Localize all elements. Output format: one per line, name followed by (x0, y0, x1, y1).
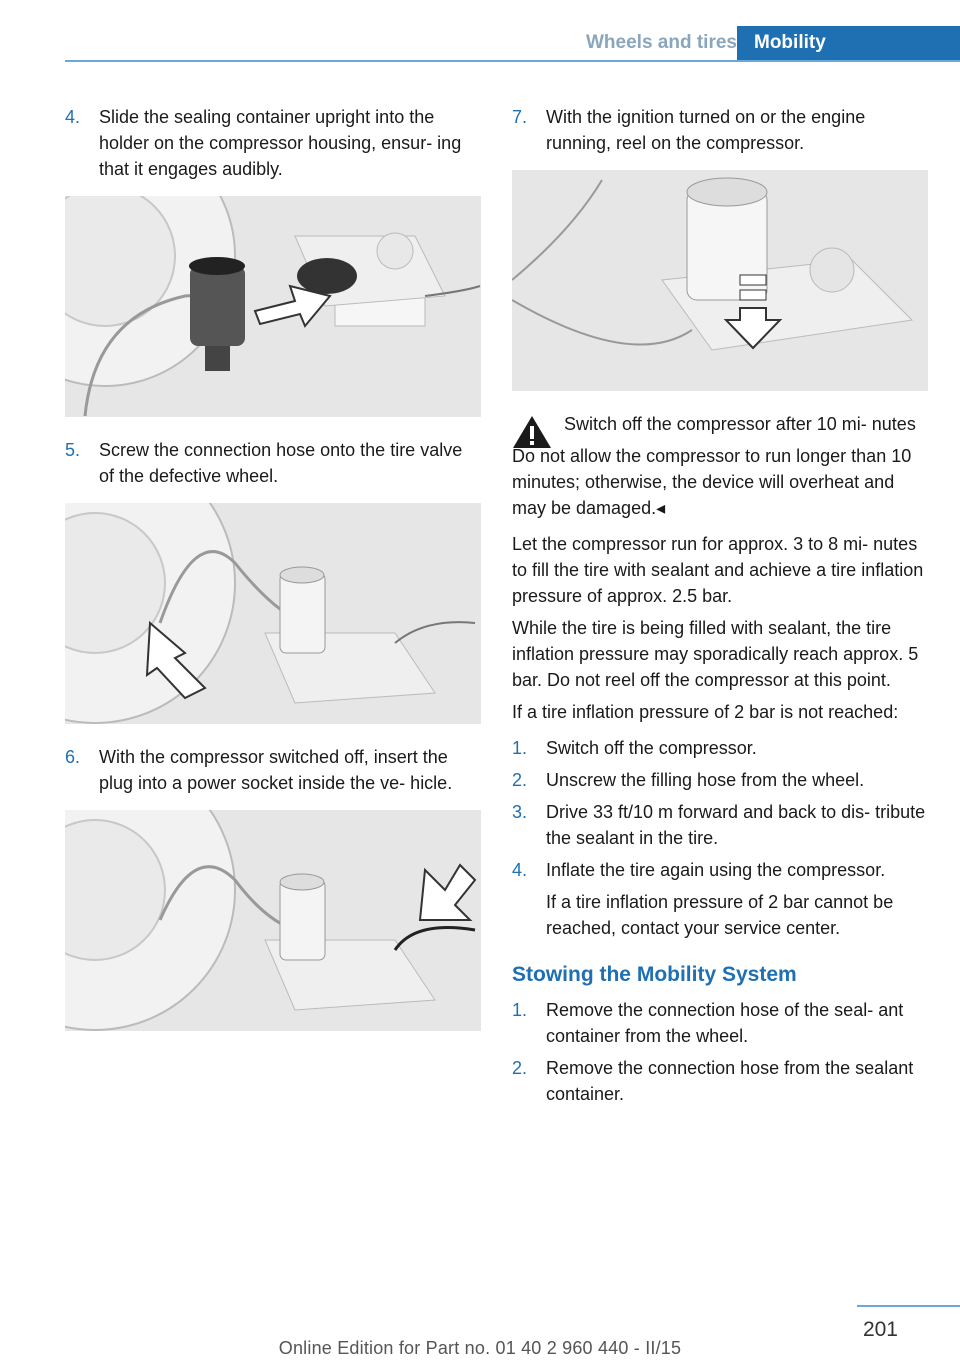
warning-title: Switch off the compressor after 10 mi‐ n… (564, 414, 916, 434)
figure-hose-on-valve (65, 503, 481, 724)
step-text: Remove the connection hose from the seal… (546, 1058, 914, 1104)
step-4: 4. Slide the sealing container upright i… (65, 104, 481, 182)
list-item: 3. Drive 33 ft/10 m forward and back to … (512, 799, 928, 851)
step-text: Remove the connection hose of the seal‐ … (546, 1000, 904, 1046)
left-column: 4. Slide the sealing container upright i… (65, 104, 481, 1051)
figure-container-into-holder (65, 196, 481, 417)
list-item: 4. Inflate the tire again using the comp… (512, 857, 928, 883)
list-note: If a tire inflation pressure of 2 bar ca… (546, 892, 894, 938)
step-5: 5. Screw the connection hose onto the ti… (65, 437, 481, 489)
warning-body: Do not allow the compressor to run longe… (512, 446, 912, 518)
list-item: 2. Unscrew the filling hose from the whe… (512, 767, 928, 793)
header-rule (65, 60, 960, 62)
footer-rule (857, 1305, 960, 1307)
figure-plug-into-socket (65, 810, 481, 1031)
step-6: 6. With the compressor switched off, ins… (65, 744, 481, 796)
header-section-title: Wheels and tires (586, 32, 737, 53)
step-number: 6. (65, 747, 81, 767)
figure-compressor-on (512, 170, 928, 391)
step-text: Slide the sealing container upright into… (99, 107, 462, 179)
step-text: Drive 33 ft/10 m forward and back to dis… (546, 802, 926, 848)
warning-note: Switch off the compressor after 10 mi‐ n… (512, 411, 928, 448)
step-text: Inflate the tire again using the compres… (546, 860, 886, 880)
step-text: With the ignition turned on or the engin… (546, 107, 866, 153)
warning-triangle-icon (512, 415, 552, 456)
paragraph: Let the compressor run for approx. 3 to … (512, 534, 924, 606)
right-column: 7. With the ignition turned on or the en… (512, 104, 928, 1113)
paragraph: If a tire inflation pressure of 2 bar is… (512, 702, 899, 722)
step-text: Unscrew the filling hose from the wheel. (546, 770, 865, 790)
header-chapter-tab: Mobility (737, 26, 960, 62)
list-item: 2. Remove the connection hose from the s… (512, 1055, 928, 1107)
page-header: Wheels and tires Mobility (65, 26, 960, 62)
step-number: 1. (512, 1000, 528, 1020)
page-number: 201 (862, 1318, 898, 1341)
step-number: 3. (512, 802, 528, 822)
step-number: 2. (512, 1058, 528, 1078)
step-text: Switch off the compressor. (546, 738, 757, 758)
step-number: 4. (512, 860, 528, 880)
step-text: With the compressor switched off, insert… (99, 747, 453, 793)
step-number: 1. (512, 738, 528, 758)
footer-edition: Online Edition for Part no. 01 40 2 960 … (278, 1338, 682, 1358)
list-item: 1. Remove the connection hose of the sea… (512, 997, 928, 1049)
list-item: 1. Switch off the compressor. (512, 735, 928, 761)
step-number: 7. (512, 107, 528, 127)
step-number: 4. (65, 107, 81, 127)
step-number: 2. (512, 770, 528, 790)
paragraph: While the tire is being filled with seal… (512, 618, 919, 690)
step-7: 7. With the ignition turned on or the en… (512, 104, 928, 156)
step-text: Screw the connection hose onto the tire … (99, 440, 463, 486)
step-number: 5. (65, 440, 81, 460)
section-heading: Stowing the Mobility System (512, 963, 797, 986)
